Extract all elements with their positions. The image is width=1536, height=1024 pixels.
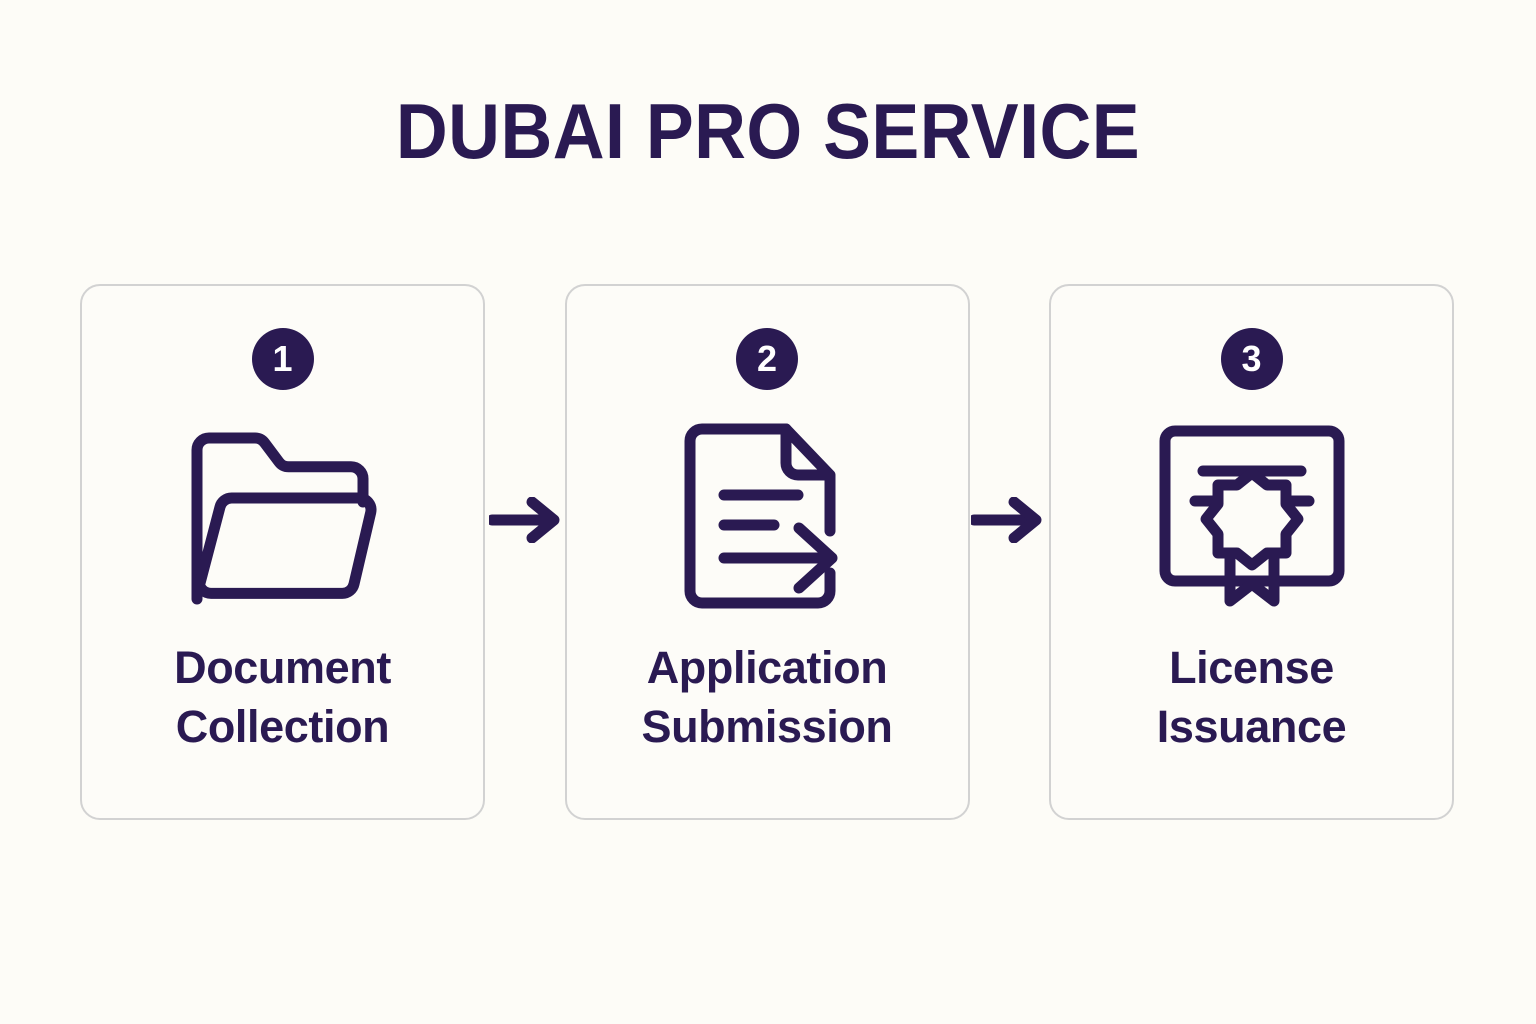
step-label: Application Submission bbox=[641, 642, 893, 753]
step-number-badge: 2 bbox=[736, 328, 798, 390]
certificate-seal-icon bbox=[1157, 416, 1347, 616]
page-title: DUBAI PRO SERVICE bbox=[395, 87, 1141, 175]
step-card-license-issuance[interactable]: 3 License Issuance bbox=[1049, 284, 1454, 820]
steps-row: 1 Document Collection 2 bbox=[80, 284, 1454, 820]
step-number-badge: 3 bbox=[1220, 328, 1283, 390]
step-card-application-submission[interactable]: 2 Application Submission bbox=[564, 284, 970, 820]
arrow-right-icon bbox=[970, 497, 1041, 543]
step-number-badge: 1 bbox=[251, 328, 314, 390]
step-card-document-collection[interactable]: 1 Document Collection bbox=[80, 284, 485, 820]
folder-icon bbox=[183, 416, 383, 616]
connector-arrow-1 bbox=[485, 492, 566, 548]
step-label: Document Collection bbox=[174, 642, 391, 753]
connector-arrow-2 bbox=[967, 492, 1048, 548]
document-arrow-icon bbox=[682, 416, 852, 616]
step-label: License Issuance bbox=[1156, 642, 1347, 753]
arrow-right-icon bbox=[488, 497, 559, 543]
